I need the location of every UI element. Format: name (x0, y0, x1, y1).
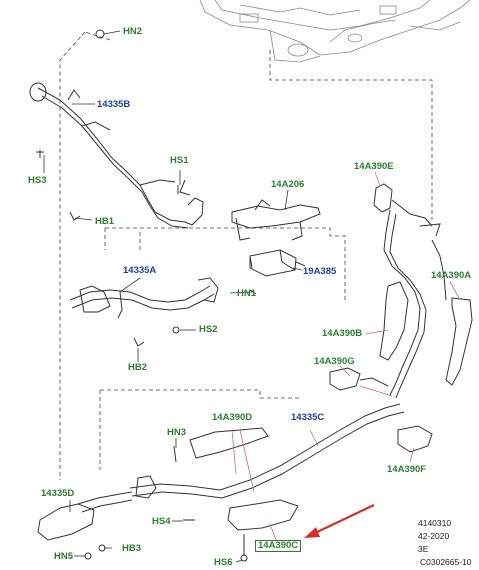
leader-lines (43, 30, 303, 563)
label-hn5: HN5 (54, 551, 74, 562)
drawing-date: 42-2020 (418, 531, 450, 541)
harness-14a390 (329, 183, 473, 453)
bracket-14a206 (231, 199, 321, 241)
label-14a390f: 14A390F (387, 464, 427, 475)
label-14a390b: 14A390B (322, 328, 363, 339)
label-14335a: 14335A (123, 265, 157, 276)
module-19a385 (249, 249, 306, 277)
label-hb3: HB3 (122, 543, 142, 554)
highlight-arrow (304, 504, 375, 538)
harness-14335b (29, 29, 204, 229)
label-hs4: HS4 (152, 516, 171, 527)
label-hb2: HB2 (128, 362, 148, 373)
label-hn2: HN2 (123, 26, 143, 37)
pink-leader-lines (231, 171, 461, 541)
label-14a390a: 14A390A (431, 270, 472, 281)
vehicle-body-outline (199, 0, 471, 63)
label-14a390c-highlighted: 14A390C (255, 540, 302, 552)
label-hs3: HS3 (28, 175, 47, 186)
drawing-reference: C0302665-10 (420, 557, 472, 567)
label-14a390d: 14A390D (212, 412, 253, 423)
label-hs6: HS6 (214, 557, 233, 568)
label-hn1: HN1 (237, 288, 257, 299)
label-14335d: 14335D (41, 488, 75, 499)
label-19a385: 19A385 (303, 266, 337, 277)
label-14a390e: 14A390E (354, 161, 394, 172)
label-14a390g: 14A390G (314, 356, 355, 367)
harness-14335a (69, 277, 257, 347)
label-14335b: 14335B (97, 99, 131, 110)
harness-14335d (37, 491, 133, 560)
label-14a206: 14A206 (271, 179, 305, 190)
label-hs2: HS2 (199, 324, 218, 335)
label-14335c: 14335C (291, 412, 325, 423)
drawing-revision: 3E (418, 544, 429, 554)
label-hb1: HB1 (95, 216, 115, 227)
label-hn3: HN3 (167, 427, 187, 438)
label-hs1: HS1 (170, 155, 189, 166)
drawing-number: 4140310 (418, 518, 452, 528)
harness-14335c (129, 403, 405, 562)
assembly-dashed-lines (59, 31, 433, 480)
